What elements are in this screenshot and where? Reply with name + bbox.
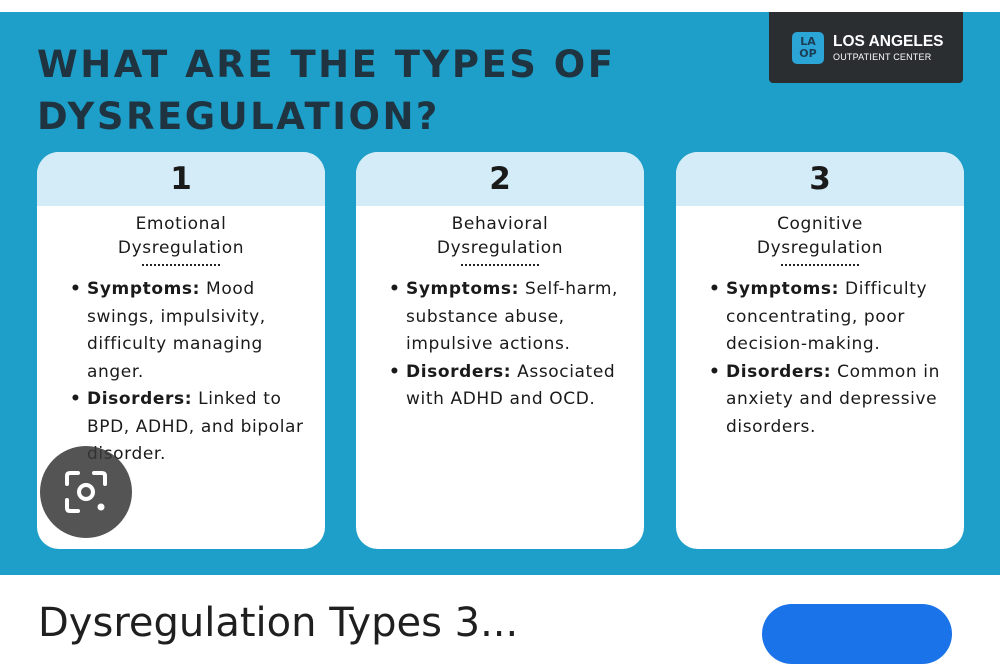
card-bullets: Symptoms: Self-harm, substance abuse, im… bbox=[356, 276, 644, 414]
type-card-2: 2 Behavioral Dysregulation Symptoms: Sel… bbox=[356, 152, 644, 549]
card-title: Behavioral Dysregulation bbox=[436, 214, 564, 258]
bullet-label: Symptoms: bbox=[726, 279, 840, 299]
visual-search-button[interactable] bbox=[40, 446, 132, 538]
bullet-symptoms: Symptoms: Self-harm, substance abuse, im… bbox=[389, 276, 644, 359]
infographic-title: WHAT ARE THE TYPES OF DYSREGULATION? bbox=[37, 43, 616, 138]
bullet-text: Self-harm, substance abuse, impulsive ac… bbox=[406, 279, 619, 354]
card-number: 2 bbox=[356, 152, 644, 206]
bullet-symptoms: Symptoms: Difficulty concentrating, poor… bbox=[709, 276, 964, 359]
bullet-label: Disorders: bbox=[726, 361, 832, 382]
bullet-label: Disorders: bbox=[87, 389, 193, 409]
bullet-disorders: Disorders: Associated with ADHD and OCD. bbox=[389, 359, 644, 414]
infographic-image[interactable]: WHAT ARE THE TYPES OF DYSREGULATION? LA … bbox=[0, 12, 1000, 575]
bullet-text: Common in anxiety and depressive disorde… bbox=[726, 361, 940, 437]
bullet-text: Linked to BPD, ADHD, and bipolar disorde… bbox=[87, 389, 304, 464]
bullet-text: Difficulty concentrating, poor decision-… bbox=[726, 279, 928, 354]
brand-mark-top: LA bbox=[800, 35, 816, 48]
card-number: 1 bbox=[37, 152, 325, 206]
brand-subtitle: OUTPATIENT CENTER bbox=[833, 52, 932, 62]
bullet-disorders: Disorders: Linked to BPD, ADHD, and bipo… bbox=[70, 386, 325, 469]
bullet-label: Symptoms: bbox=[87, 279, 201, 299]
card-bullets: Symptoms: Difficulty concentrating, poor… bbox=[676, 276, 964, 441]
card-number: 3 bbox=[676, 152, 964, 206]
bullet-text: Associated with ADHD and OCD. bbox=[406, 361, 616, 410]
dotted-divider bbox=[142, 264, 220, 266]
bullet-disorders: Disorders: Common in anxiety and depress… bbox=[709, 359, 964, 442]
result-caption[interactable]: Dysregulation Types 3... bbox=[38, 600, 519, 646]
visit-button[interactable] bbox=[762, 604, 952, 664]
card-title: Cognitive Dysregulation bbox=[756, 214, 884, 258]
bullet-label: Disorders: bbox=[406, 361, 512, 382]
dotted-divider bbox=[781, 264, 859, 266]
bullet-symptoms: Symptoms: Mood swings, impulsivity, diff… bbox=[70, 276, 325, 386]
card-title: Emotional Dysregulation bbox=[117, 214, 245, 258]
dotted-divider bbox=[461, 264, 539, 266]
brand-name: LOS ANGELES bbox=[833, 33, 944, 50]
type-card-3: 3 Cognitive Dysregulation Symptoms: Diff… bbox=[676, 152, 964, 549]
camera-lens-search-icon bbox=[65, 471, 107, 513]
bullet-label: Symptoms: bbox=[406, 279, 520, 299]
bullet-text: Mood swings, impulsivity, difficulty man… bbox=[87, 279, 266, 382]
brand-logo: LA OP LOS ANGELES OUTPATIENT CENTER bbox=[769, 12, 963, 83]
brand-mark-bottom: OP bbox=[799, 47, 817, 60]
card-bullets: Symptoms: Mood swings, impulsivity, diff… bbox=[37, 276, 325, 469]
brand-mark-icon: LA OP bbox=[792, 32, 824, 64]
